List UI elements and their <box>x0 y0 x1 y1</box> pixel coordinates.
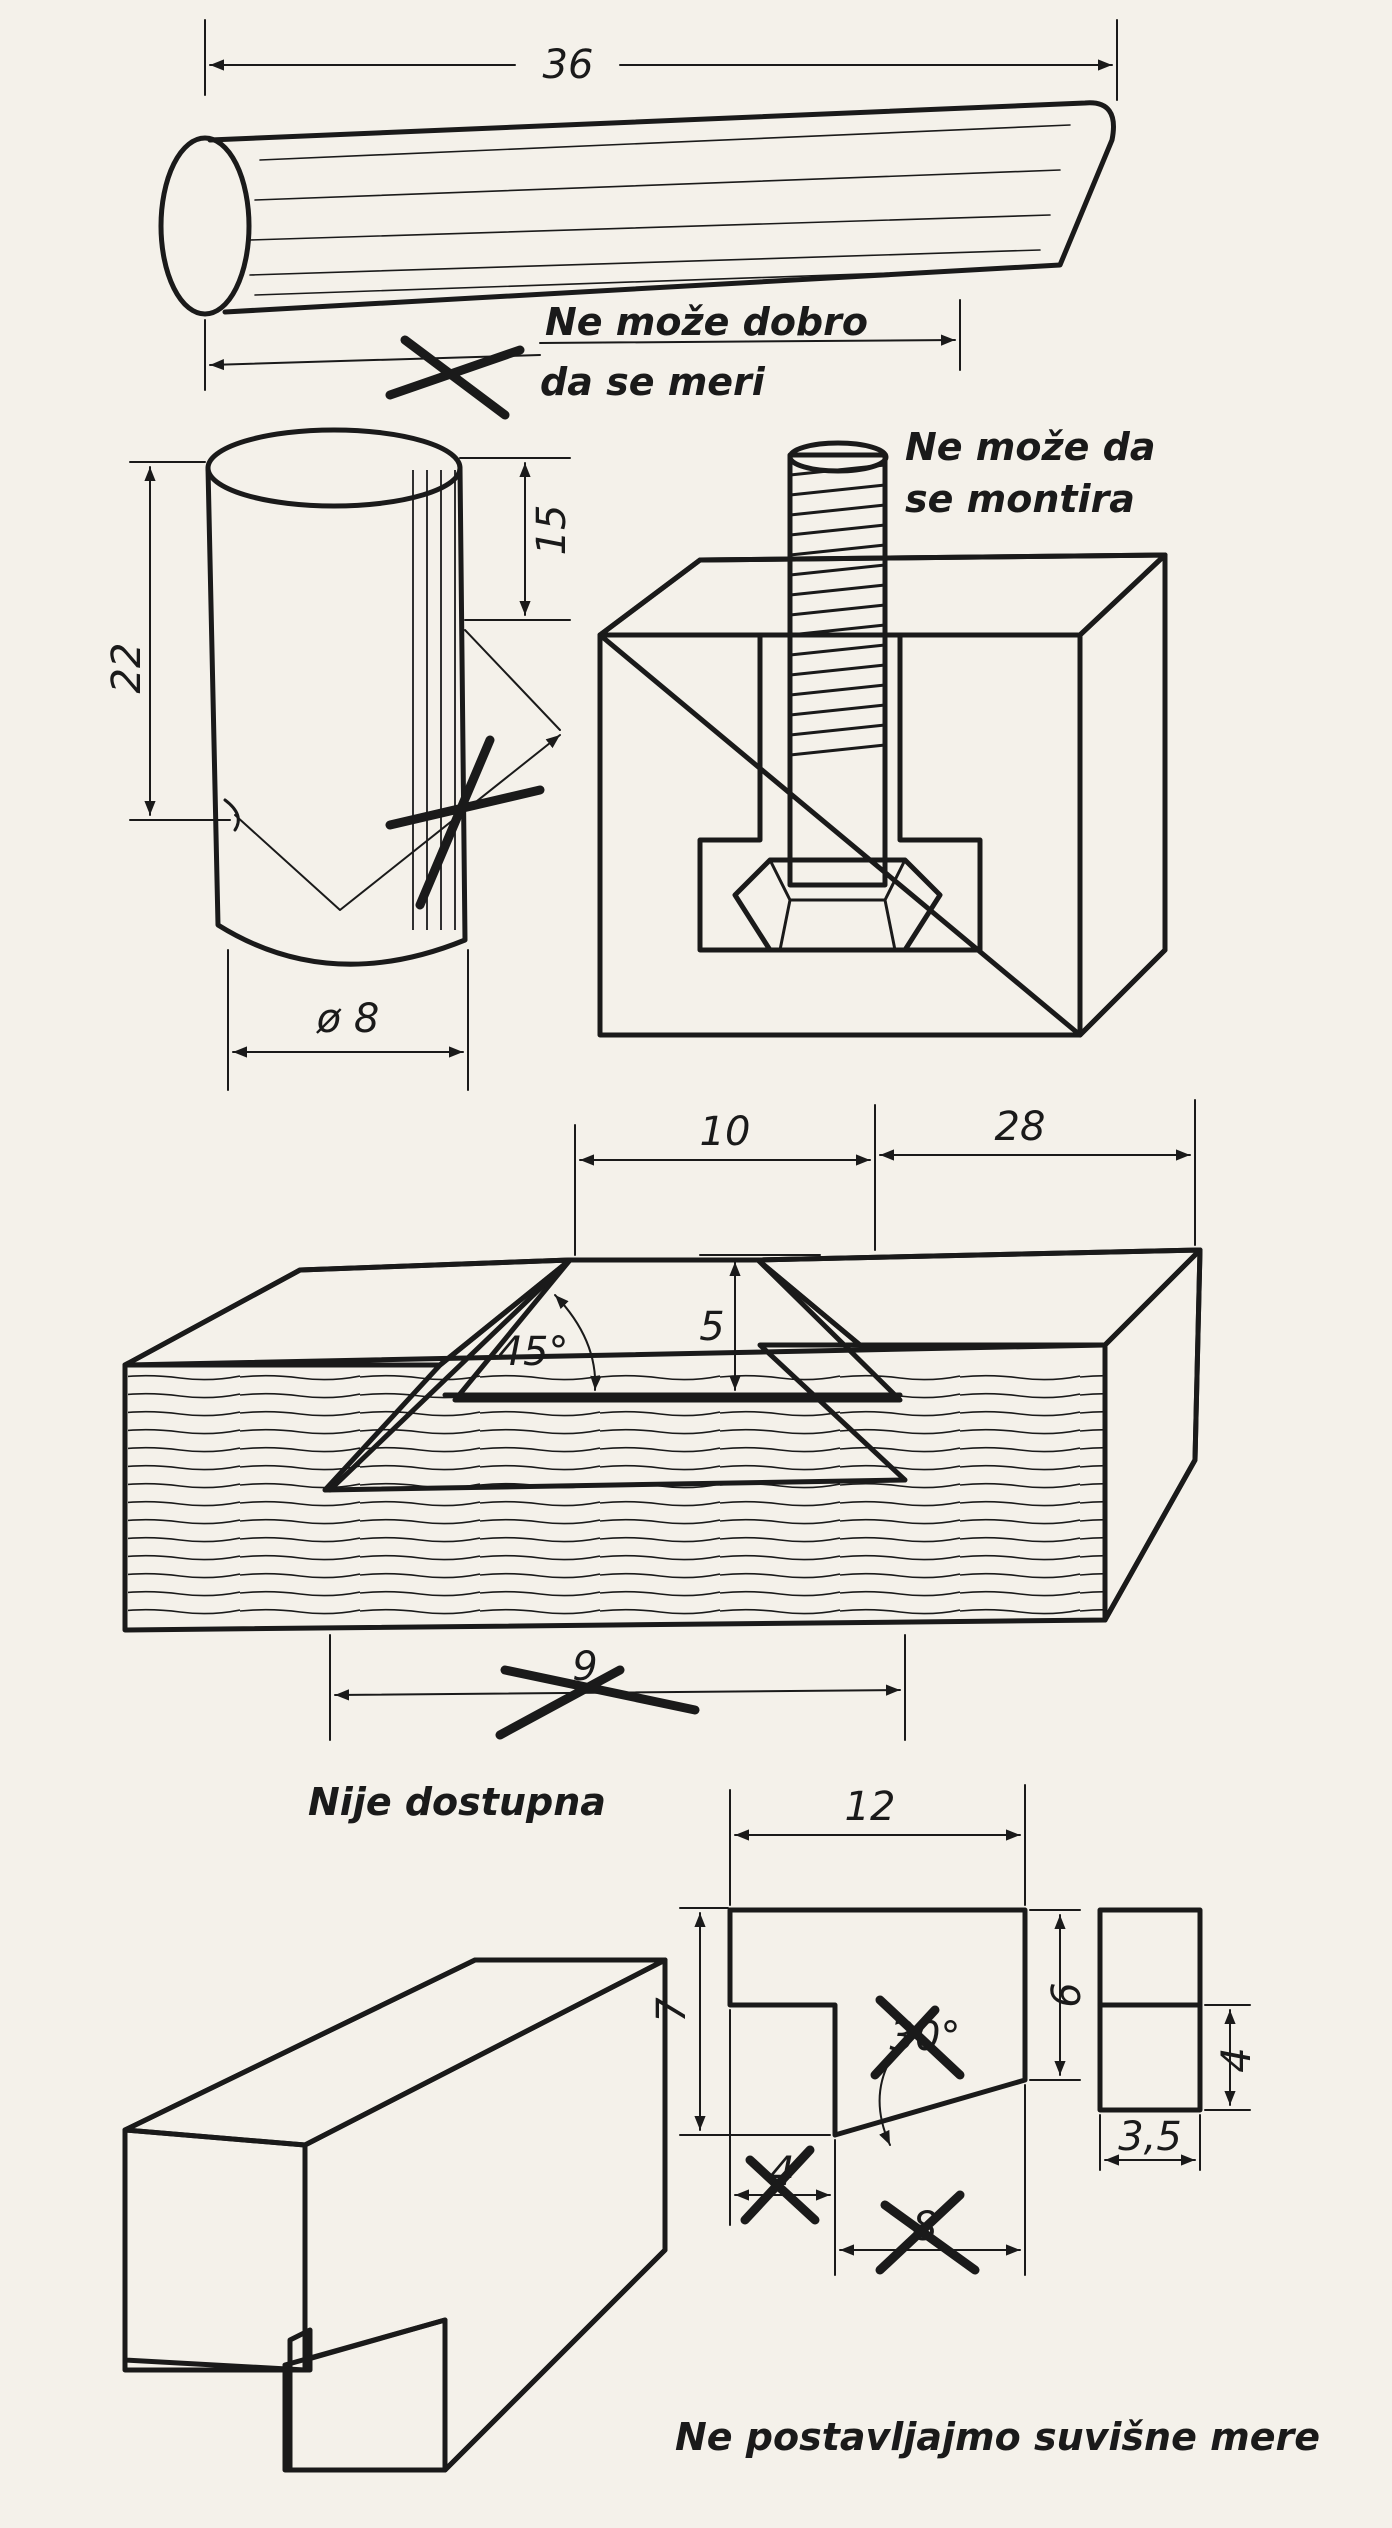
rod-grain-lines <box>249 124 1071 296</box>
rod-figure: 36 Ne može dobro da se meri <box>158 19 1118 420</box>
groove-cross-mark-icon <box>495 1665 700 1740</box>
t-block-bottom-left-cross-icon <box>740 2145 820 2225</box>
groove-dimension-angle: 45° <box>498 1329 569 1375</box>
groove-dimension-10: 10 <box>700 1109 751 1155</box>
rod-note-line1: Ne može dobro <box>545 300 868 344</box>
groove-left-slope <box>327 1257 573 1493</box>
cylinder-cross-mark-icon <box>385 735 545 910</box>
rod-dimension-36: 36 <box>543 42 594 88</box>
groove-front-grain <box>128 1370 1103 1625</box>
cylinder-diagonal-extension <box>464 629 561 731</box>
rod-body-outline <box>207 100 1116 315</box>
t-block-figure: 12 7 6 30° 4 8 4 <box>122 1784 1320 2473</box>
groove-end-face <box>1102 1247 1203 1623</box>
bolt-shaft-top <box>787 440 889 474</box>
groove-figure: 10 28 5 45° 9 Nije dostupna <box>122 1099 1203 1824</box>
cylinder-dimension-diameter: ø 8 <box>316 996 380 1042</box>
t-block-side-view <box>1097 1907 1203 2113</box>
cylinder-figure: 22 15 ø 8 <box>104 427 575 1091</box>
bolt-shaft <box>787 452 888 888</box>
t-block-front-view <box>727 1907 1028 2138</box>
bolt-note-line2: se montira <box>905 477 1135 521</box>
groove-channel <box>322 1257 908 1493</box>
groove-dimension-5: 5 <box>699 1304 724 1350</box>
t-block-bottom-cross-icon <box>875 2190 980 2275</box>
cylinder-body-outline <box>205 465 468 967</box>
t-block-angle-cross-icon <box>870 1995 965 2080</box>
groove-dimension-28: 28 <box>995 1104 1046 1150</box>
rod-dimension-line-lower <box>209 354 541 371</box>
cylinder-dimension-22: 22 <box>104 643 150 694</box>
cylinder-top-face <box>205 427 463 509</box>
bolt-note-line1: Ne može da <box>905 425 1155 469</box>
t-block-end-face-upper <box>122 2127 308 2373</box>
t-block-outline <box>122 1957 668 2473</box>
t-block-dimension-7: 7 <box>649 1997 695 2023</box>
cylinder-dimension-15: 15 <box>529 505 575 556</box>
t-block-note: Ne postavljajmo suvišne mere <box>675 2415 1320 2459</box>
t-block-dimension-side-width: 3,5 <box>1118 2114 1182 2160</box>
rod-note-line2: da se meri <box>540 360 766 404</box>
bolt-block-top-face <box>597 552 1168 638</box>
bolt-hex-head <box>732 857 943 953</box>
cylinder-shading <box>405 470 460 930</box>
bolt-block-side-face <box>1077 552 1168 1038</box>
bolt-figure: Ne može da se montira <box>597 425 1168 1038</box>
t-block-dimension-side-4: 4 <box>1214 2047 1260 2072</box>
bolt-thread-lines <box>788 463 887 757</box>
cylinder-diagonal-dimension-line <box>234 734 561 911</box>
groove-angle-arc <box>554 1294 602 1391</box>
rod-dimension-line-lower-right <box>539 334 956 346</box>
groove-top-front-edge <box>122 1342 1108 1368</box>
t-block-top-face <box>122 1957 668 2148</box>
t-block-end-face-lower <box>282 2317 448 2473</box>
t-block-dimension-6: 6 <box>1044 1982 1090 2007</box>
groove-note: Nije dostupna <box>308 1780 606 1824</box>
rod-end-face <box>158 135 252 317</box>
rod-cross-mark-icon <box>385 335 525 420</box>
t-block-dimension-12: 12 <box>845 1784 896 1830</box>
t-block-side-face <box>302 1957 668 2473</box>
bolt-hex-head-edges <box>768 858 907 952</box>
cylinder-point-mark <box>223 798 240 832</box>
groove-top-right-face <box>755 1247 1203 1348</box>
bolt-slot-cutout <box>697 632 983 953</box>
